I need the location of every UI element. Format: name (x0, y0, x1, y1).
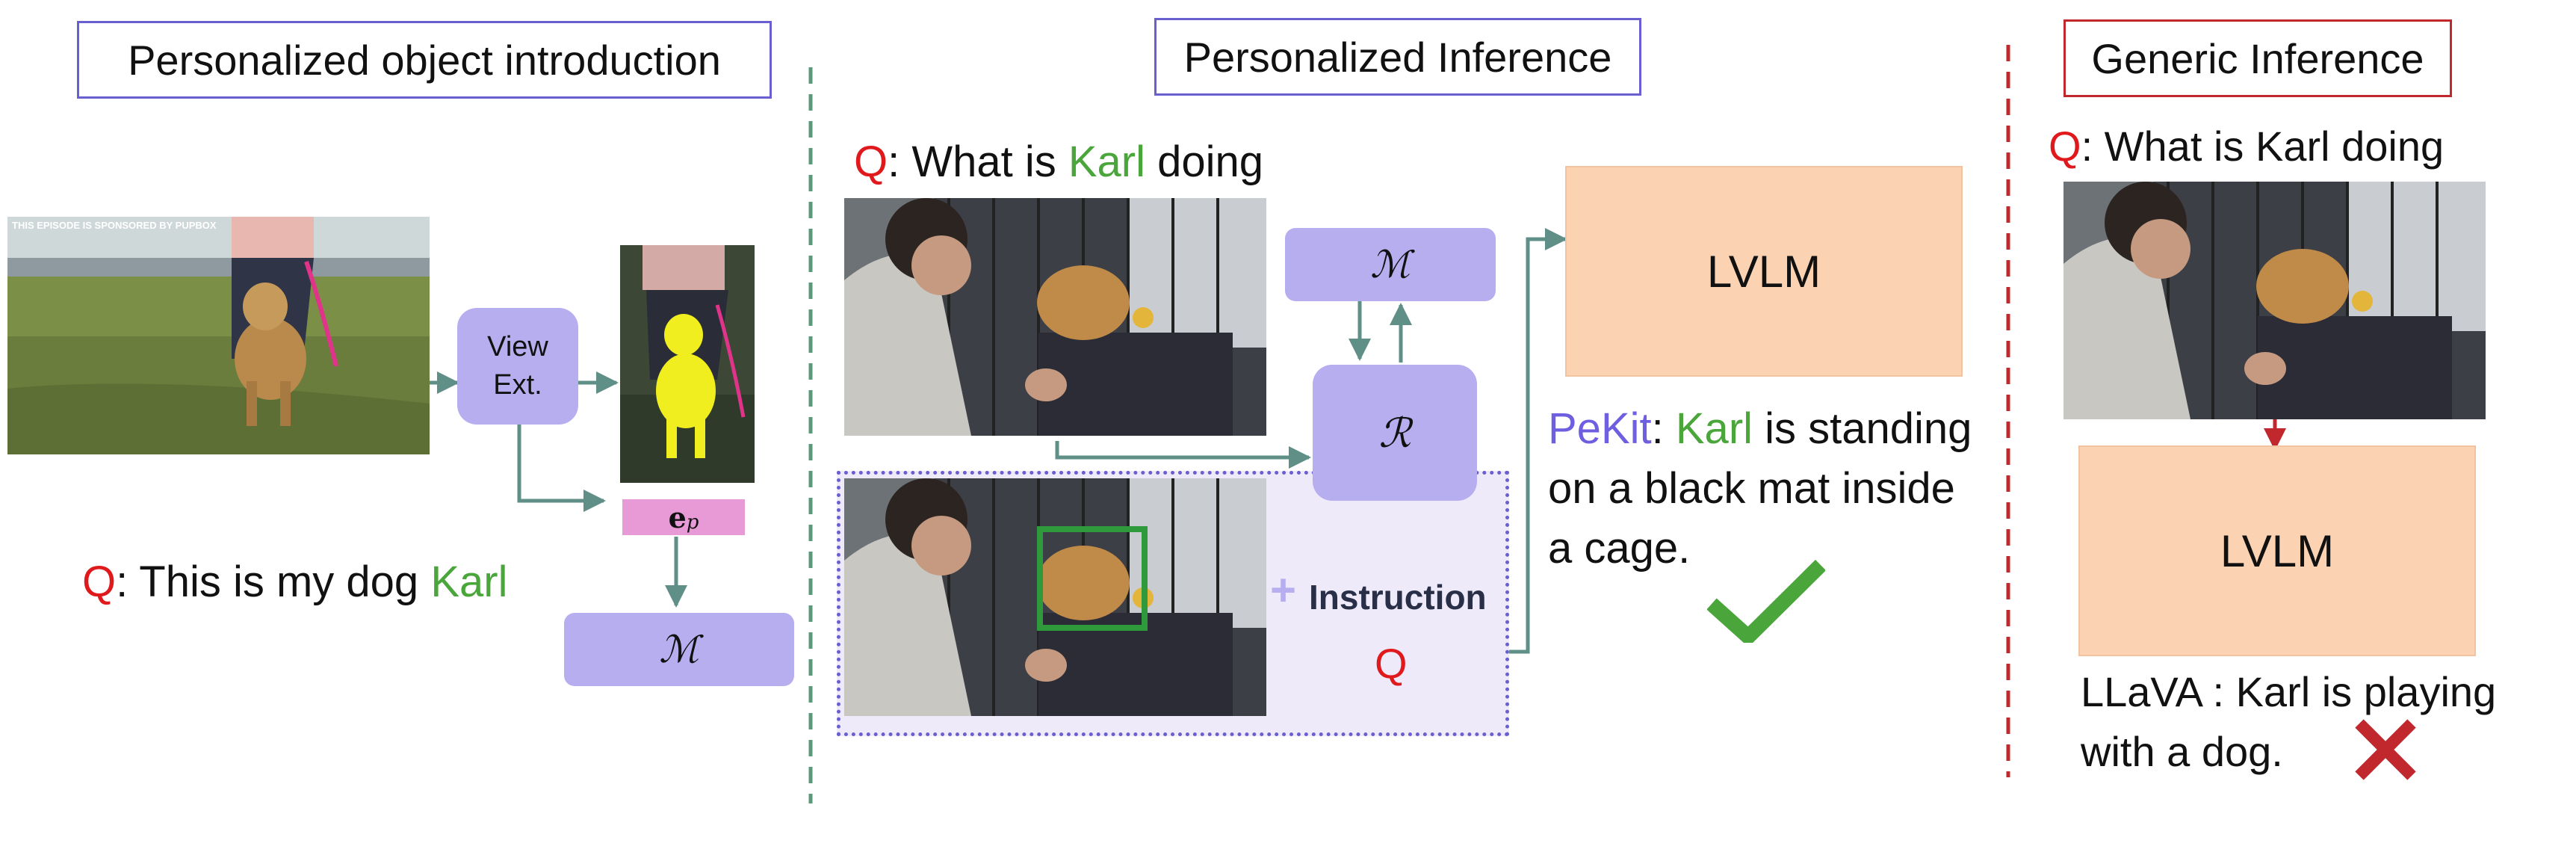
intro-query: Q: This is my dog Karl (82, 561, 507, 604)
cross-icon (2355, 719, 2416, 780)
generic-q-text: : What is Karl doing (2081, 123, 2445, 170)
plus-icon: + (1270, 565, 1297, 615)
ep-label: e (668, 500, 687, 534)
intro-q-name: Karl (430, 558, 508, 606)
sponsor-caption: THIS EPISODE IS SPONSORED BY PUPBOX (12, 220, 217, 231)
view-ext-line1: View (487, 330, 548, 362)
generic-title: Generic Inference (2091, 34, 2424, 82)
instruction-q: Q (1375, 639, 1408, 688)
retriever-box: ℛ (1313, 365, 1477, 501)
instruction-q-text: Q (1375, 640, 1408, 687)
generic-q-prefix: Q (2049, 123, 2081, 170)
ep-subscript: p (686, 511, 699, 534)
intro-q-prefix: Q (82, 558, 117, 606)
pekit-sep: : (1651, 404, 1676, 453)
pers-q-text1: : What is (888, 138, 1068, 186)
pekit-model-name: PeKit (1548, 404, 1652, 453)
llava-answer-line1: LLaVA : Karl is playing (2081, 668, 2497, 715)
pekit-answer-line3: a cage. (1548, 524, 1691, 573)
pekit-answer-line1: PeKit: Karl is standing (1548, 407, 1972, 451)
cage-photo-generic (2063, 182, 2486, 419)
personalized-query: Q: What is Karl doing (854, 141, 1263, 184)
arrow-img-to-r (1055, 441, 1311, 469)
arrow-viewext-to-ep (517, 425, 606, 512)
detection-box (1037, 526, 1148, 631)
personalized-title-box: Personalized Inference (1154, 18, 1641, 96)
lvlm-label-personalized: LVLM (1706, 246, 1821, 297)
pers-q-name: Karl (1068, 138, 1145, 186)
llava-answer-line2: with a dog. (2081, 728, 2283, 775)
generic-title-box: Generic Inference (2063, 19, 2452, 97)
lvlm-label-generic: LVLM (2220, 525, 2335, 576)
view-ext-line2: Ext. (493, 369, 542, 401)
pekit-answer-rest: is standing (1753, 404, 1972, 453)
lvlm-box-personalized: LVLM (1565, 166, 1963, 377)
dog-photo: THIS EPISODE IS SPONSORED BY PUPBOX (7, 217, 430, 454)
intro-title-box: Personalized object introduction (77, 21, 772, 99)
pers-q-text2: doing (1145, 138, 1264, 186)
generic-query: Q: What is Karl doing (2049, 126, 2444, 167)
memory-label-intro: ℳ (659, 628, 699, 671)
memory-box-personalized: ℳ (1285, 228, 1496, 301)
memory-label-personalized: ℳ (1370, 243, 1411, 286)
instruction-label: Instruction (1309, 578, 1487, 617)
memory-box-intro: ℳ (564, 613, 794, 686)
personalized-title: Personalized Inference (1183, 33, 1612, 81)
pekit-answer-name: Karl (1675, 404, 1753, 453)
check-icon (1707, 559, 1825, 643)
cage-photo-crop (844, 478, 1266, 716)
cage-photo-top (844, 198, 1266, 436)
retriever-label: ℛ (1378, 409, 1411, 457)
intro-q-text: : This is my dog (116, 558, 431, 606)
pekit-answer-line2: on a black mat inside (1548, 464, 1955, 513)
lvlm-box-generic: LVLM (2078, 445, 2476, 656)
pers-q-prefix: Q (854, 138, 888, 186)
mask-photo (620, 245, 755, 483)
intro-title: Personalized object introduction (128, 36, 721, 84)
view-ext-box: View Ext. (457, 308, 578, 425)
